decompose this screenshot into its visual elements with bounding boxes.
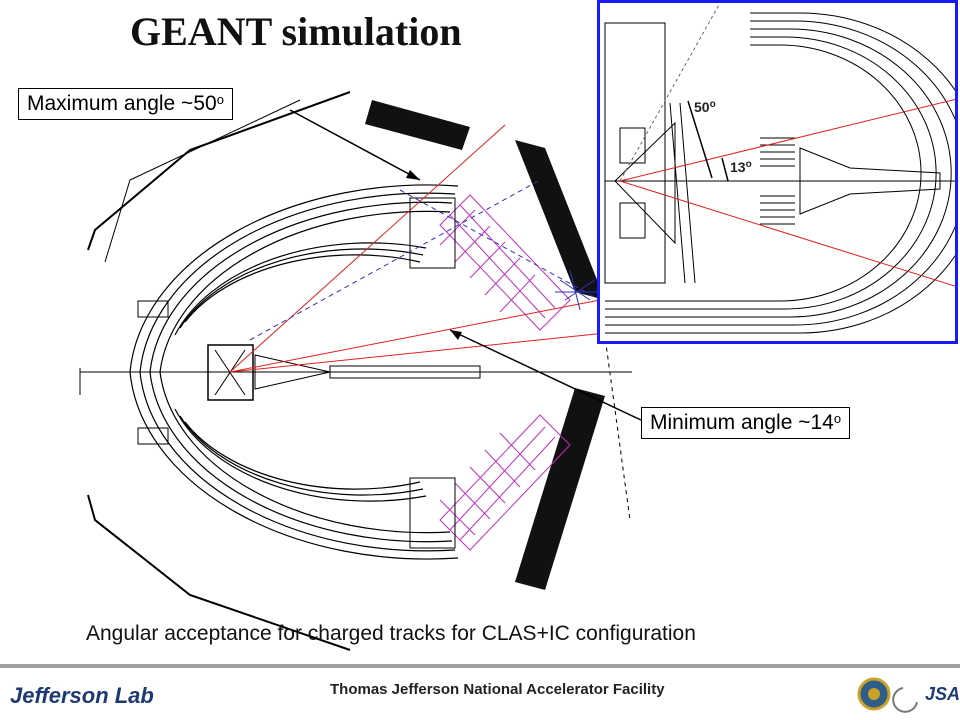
jsa-logo: JSA <box>925 684 960 704</box>
inset-detector-diagram <box>604 3 955 334</box>
inset-angle-50-label: 50o <box>694 99 716 115</box>
slide-title: GEANT simulation <box>130 9 462 54</box>
degree-superscript: o <box>709 99 716 110</box>
inset-angle-13-value: 13 <box>730 159 746 175</box>
degree-superscript: o <box>833 411 842 426</box>
inset-angle-13-label: 13o <box>730 159 752 175</box>
facility-name: Thomas Jefferson National Accelerator Fa… <box>330 681 665 698</box>
figure-caption: Angular acceptance for charged tracks fo… <box>86 622 696 645</box>
jefferson-lab-logo: Jefferson Lab <box>10 683 154 708</box>
min-angle-callout: Minimum angle ~14o <box>641 407 851 439</box>
degree-superscript: o <box>745 159 752 170</box>
degree-superscript: o <box>216 92 224 107</box>
inset-zoom-view: 50o 13o <box>597 0 958 344</box>
max-angle-callout: Maximum angle ~50o <box>18 88 233 120</box>
inset-angle-50-value: 50 <box>694 99 710 115</box>
max-angle-text: Maximum angle ~50 <box>27 92 217 115</box>
footer-divider <box>0 664 960 668</box>
min-angle-text: Minimum angle ~14 <box>650 411 834 434</box>
